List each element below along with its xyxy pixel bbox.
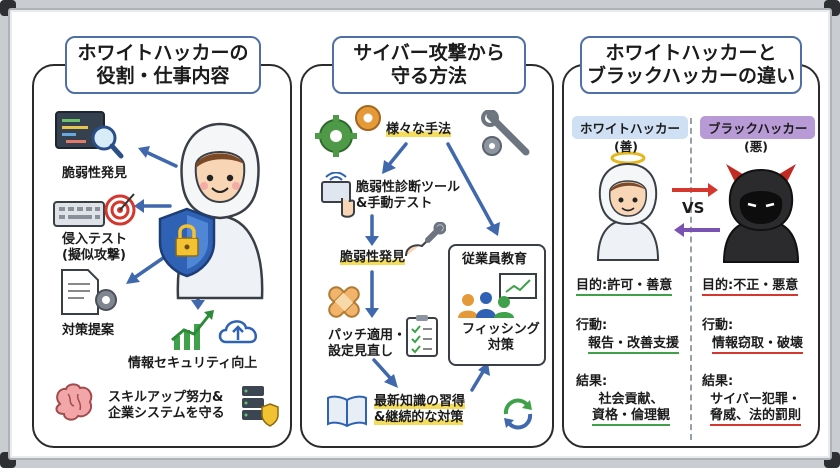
gears-icon: [315, 105, 381, 157]
black-hacker-sub: (悪): [744, 139, 768, 154]
step-latest-label: 最新知識の習得 &継続的な対策: [374, 394, 466, 426]
white-action-head: 行動:: [576, 318, 608, 333]
checklist-icon: [406, 315, 438, 357]
flow-arrows: [365, 142, 500, 392]
black-purpose: 目的:不正・悪意: [702, 278, 799, 296]
black-action-head: 行動:: [702, 318, 734, 333]
whiteboard-surface: ホワイトハッカーの 役割・仕事内容 脆弱性発見 侵入テスト (擬似攻撃): [8, 8, 832, 460]
step-diagnosis-label: 脆弱性診断ツール &手動テスト: [356, 180, 461, 211]
server-shield-icon: [242, 386, 279, 427]
white-hacker-sub: (善): [614, 139, 638, 154]
black-result: サイバー犯罪・ 脅威、法的罰則: [710, 392, 802, 426]
white-result-head: 結果:: [576, 374, 608, 389]
white-purpose: 目的:許可・善意: [576, 278, 673, 296]
step-latest-text: 最新知識の習得 &継続的な対策: [374, 394, 466, 425]
black-result-head: 結果:: [702, 374, 734, 389]
step-discovery-text: 脆弱性発見: [340, 250, 406, 265]
cycle-icon: [503, 398, 533, 430]
bandage-icon: [328, 286, 360, 318]
black-action: 情報窃取・破壊: [712, 336, 804, 354]
black-hacker-devil-icon: [722, 164, 800, 263]
book-icon: [327, 395, 367, 428]
scan-touch-icon: [321, 172, 355, 218]
keyboard-target-icon: [53, 193, 136, 227]
role-arrows: [126, 146, 205, 310]
step-discovery-label: 脆弱性発見: [340, 250, 406, 266]
panel-roles-title: ホワイトハッカーの 役割・仕事内容: [65, 36, 261, 94]
vs-arrows-icon: [672, 183, 720, 237]
white-hacker-angel-icon: [596, 151, 660, 261]
role-pentest-label: 侵入テスト (擬似攻撃): [62, 232, 128, 263]
black-hacker-tag: ブラックハッカー: [700, 116, 816, 139]
document-gear-icon: [61, 269, 117, 315]
white-action: 報告・改善支援: [588, 336, 680, 354]
step-methods-text: 様々な手法: [386, 122, 452, 137]
code-search-icon: [55, 111, 124, 159]
white-hacker-tag: ホワイトハッカー: [572, 116, 689, 139]
wrench-gear-icon: [481, 110, 530, 156]
training-icon: [458, 273, 537, 318]
vs-label: VS: [682, 199, 705, 217]
role-proposal-label: 対策提案: [62, 323, 115, 338]
panel-defense-title: サイバー攻撃から 守る方法: [332, 36, 526, 94]
step-phishing-label: フィッシング 対策: [462, 322, 540, 353]
education-box: [448, 244, 546, 366]
role-vuln-label: 脆弱性発見: [62, 166, 128, 181]
hand-wrench-icon: [405, 222, 446, 257]
growth-cloud-icon: [171, 310, 258, 350]
brain-icon: [55, 383, 93, 421]
step-education-label: 従業員教育: [462, 252, 528, 267]
shield-lock-icon: [158, 207, 216, 278]
role-security-label: 情報セキュリティ向上: [128, 356, 258, 371]
white-result: 社会貢献、 資格・倫理観: [592, 392, 671, 426]
role-skill-label: スキルアップ努力& 企業システムを守る: [108, 390, 225, 421]
compare-divider: [690, 118, 692, 440]
step-patch-label: パッチ適用・ 設定見直し: [328, 328, 407, 359]
step-methods-label: 様々な手法: [386, 122, 452, 138]
panel-compare-title: ホワイトハッカーと ブラックハッカーの違い: [580, 36, 802, 94]
